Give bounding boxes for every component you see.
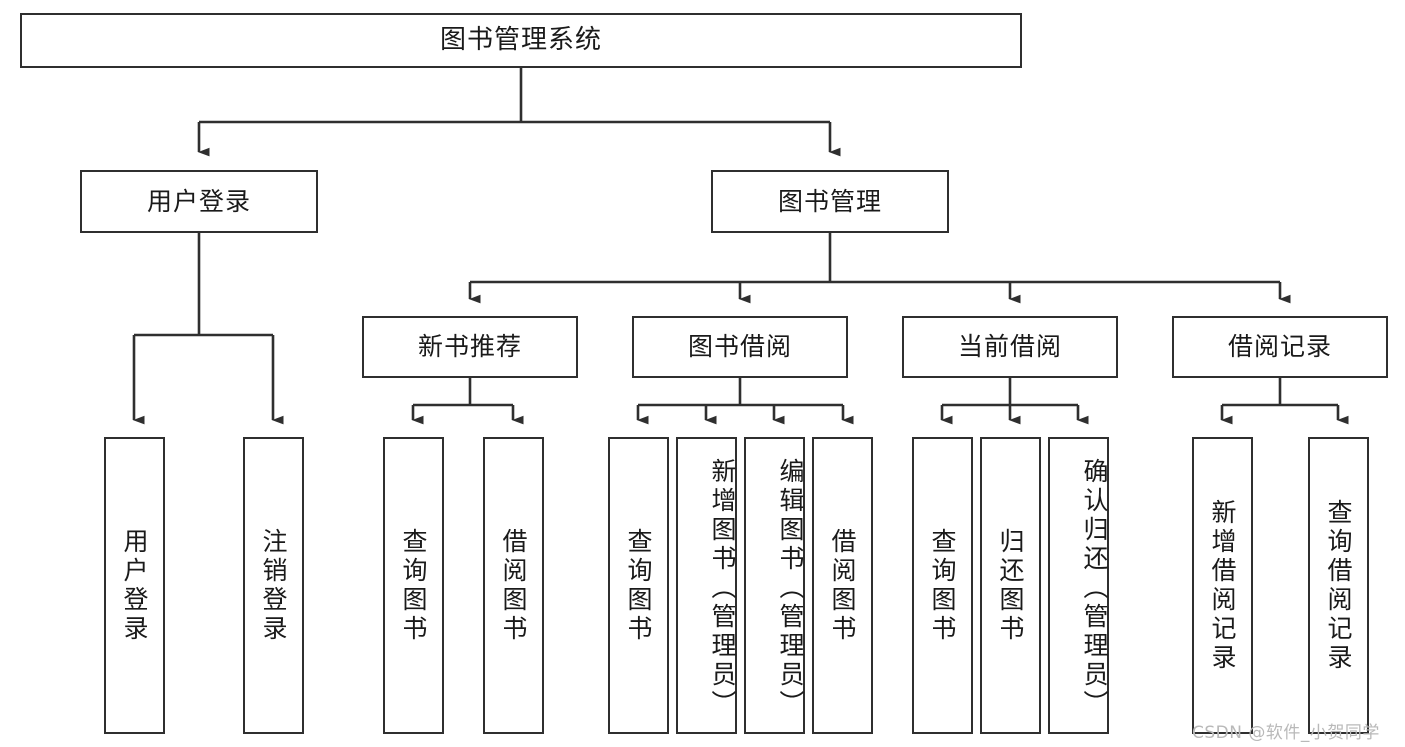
leaf-borrow-borrow-book[interactable]: 借阅图书: [812, 437, 873, 734]
node-label: 借阅图书: [499, 527, 528, 644]
node-label: 当前借阅: [957, 332, 1062, 362]
node-label: 图书管理: [777, 186, 882, 216]
node-borrow-record[interactable]: 借阅记录: [1172, 316, 1388, 378]
node-book-borrow[interactable]: 图书借阅: [632, 316, 848, 378]
node-label: 归还图书: [996, 527, 1025, 644]
node-label: 查询图书: [399, 527, 428, 644]
leaf-user-login-login[interactable]: 用户登录: [104, 437, 165, 734]
leaf-record-query-record[interactable]: 查询借阅记录: [1308, 437, 1369, 734]
node-new-book-recommend[interactable]: 新书推荐: [362, 316, 578, 378]
node-label: 借阅图书: [828, 527, 857, 644]
node-label: 用户登录: [146, 186, 251, 216]
node-label: 新增图书（管理员）: [708, 458, 737, 719]
node-label: 查询图书: [928, 527, 957, 644]
leaf-current-confirm-return-admin[interactable]: 确认归还（管理员）: [1048, 437, 1109, 734]
leaf-borrow-add-book-admin[interactable]: 新增图书（管理员）: [676, 437, 737, 734]
node-label: 用户登录: [120, 527, 149, 644]
node-current-borrow[interactable]: 当前借阅: [902, 316, 1118, 378]
leaf-borrow-edit-book-admin[interactable]: 编辑图书（管理员）: [744, 437, 805, 734]
node-label: 新书推荐: [417, 332, 522, 362]
leaf-user-login-logout[interactable]: 注销登录: [243, 437, 304, 734]
leaf-record-add-record[interactable]: 新增借阅记录: [1192, 437, 1253, 734]
leaf-current-query-book[interactable]: 查询图书: [912, 437, 973, 734]
node-label: 注销登录: [259, 527, 288, 644]
node-label: 新增借阅记录: [1208, 498, 1237, 673]
node-root-system[interactable]: 图书管理系统: [20, 13, 1022, 68]
node-label: 图书借阅: [687, 332, 792, 362]
leaf-borrow-query-book[interactable]: 查询图书: [608, 437, 669, 734]
leaf-recommend-borrow-book[interactable]: 借阅图书: [483, 437, 544, 734]
node-label: 确认归还（管理员）: [1080, 458, 1109, 719]
node-label: 图书管理系统: [439, 25, 602, 56]
node-label: 编辑图书（管理员）: [776, 458, 805, 719]
node-label: 查询图书: [624, 527, 653, 644]
node-user-login[interactable]: 用户登录: [80, 170, 318, 233]
node-book-management[interactable]: 图书管理: [711, 170, 949, 233]
leaf-recommend-query-book[interactable]: 查询图书: [383, 437, 444, 734]
node-label: 查询借阅记录: [1324, 498, 1353, 673]
leaf-current-return-book[interactable]: 归还图书: [980, 437, 1041, 734]
node-label: 借阅记录: [1227, 332, 1332, 362]
